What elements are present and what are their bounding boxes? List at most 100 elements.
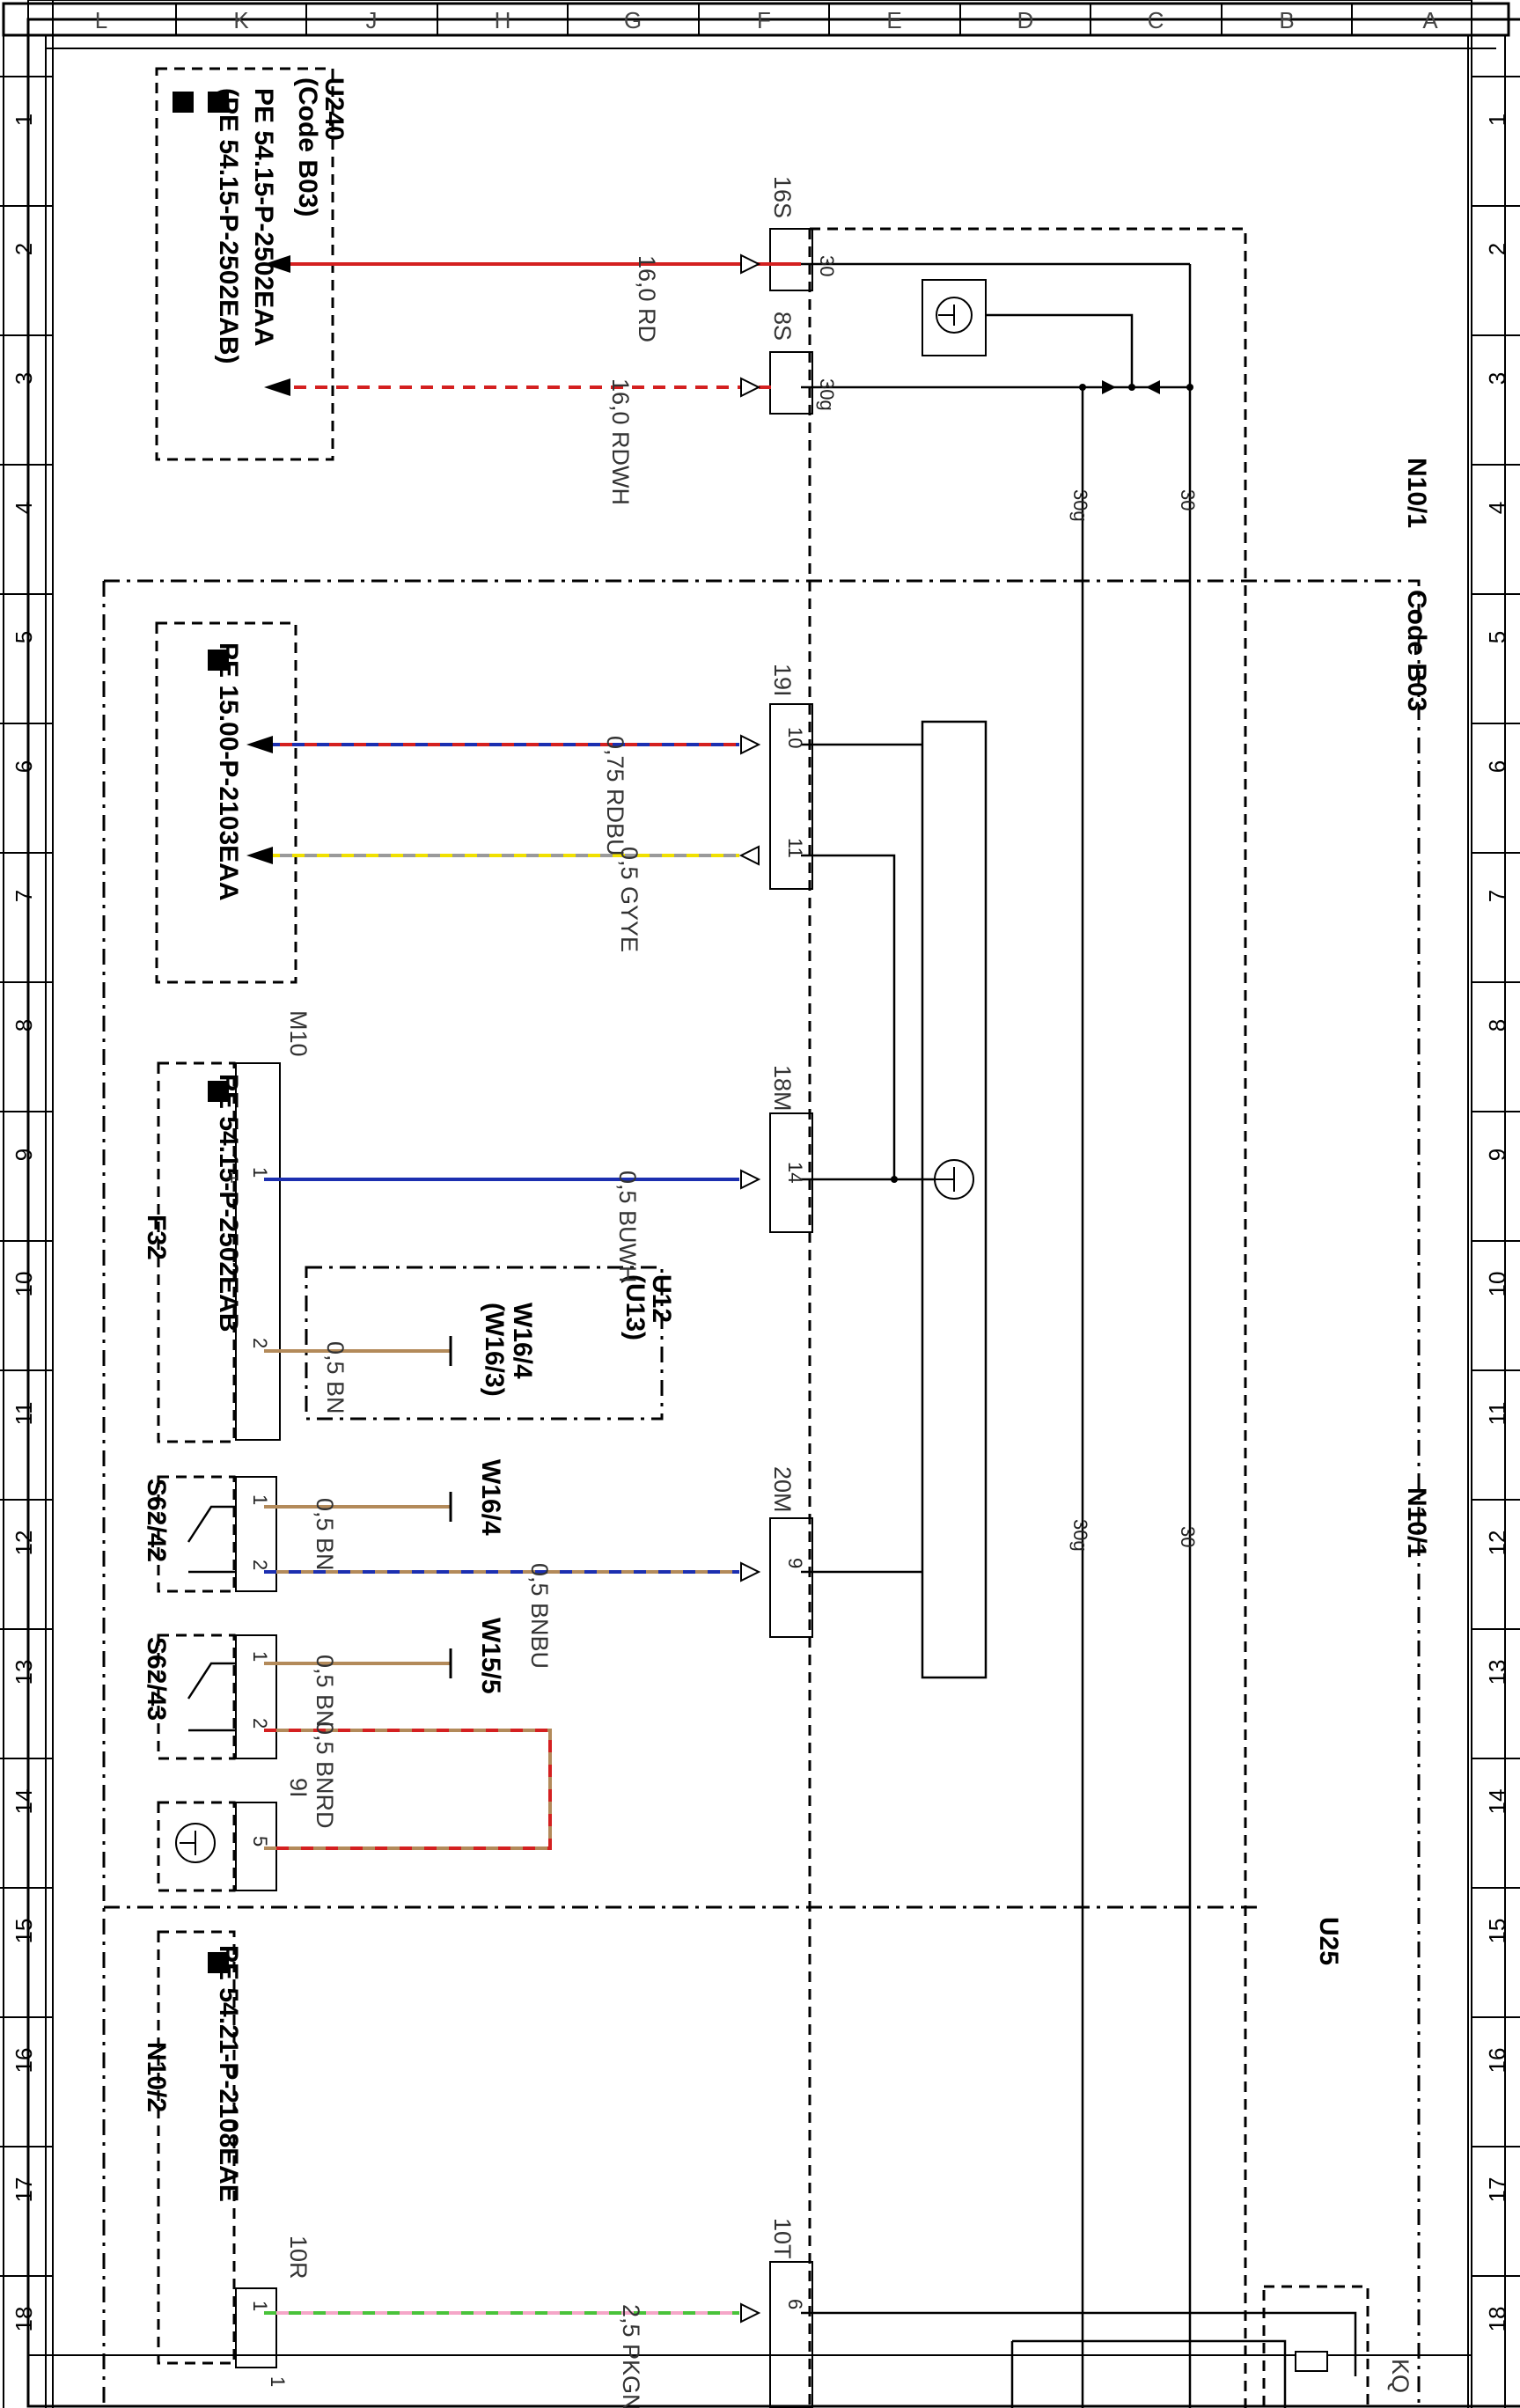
row-label: 10 <box>1484 1272 1510 1297</box>
u240-code: (Code B03) <box>293 77 322 217</box>
connector-housings <box>769 228 813 2408</box>
pointing-hand-icon <box>173 92 229 1973</box>
w164-label: W16/4 <box>508 1303 537 1379</box>
s62-43-box <box>157 1633 236 1760</box>
transistor-icon <box>922 279 987 356</box>
u240-ref2: (PE 54.15-P-2502EAB) <box>214 88 243 363</box>
wire-label: 2,5 PKGN <box>618 2304 644 2408</box>
n10-2-box <box>157 1930 236 2365</box>
s62-42-housing <box>235 1476 277 1592</box>
col-label: B <box>1279 7 1294 33</box>
wire-6-internal <box>801 2311 1357 2376</box>
row-label: 2 <box>11 243 37 255</box>
pe15-box <box>155 621 297 984</box>
row-label: 14 <box>11 1789 37 1815</box>
pin-m1: 1 <box>249 1167 271 1178</box>
pin-5: 5 <box>249 1836 271 1846</box>
m10-label: M10 <box>285 1010 312 1057</box>
pin-11: 11 <box>784 838 806 858</box>
pin-t2: 2 <box>249 1718 271 1729</box>
row-label: 17 <box>11 2177 37 2203</box>
row-label: 18 <box>11 2307 37 2332</box>
column-header: L K J H G F E D C B A <box>2 2 1510 37</box>
row-label: 6 <box>11 760 37 773</box>
connector-19i: 19I <box>769 664 796 697</box>
row-label: 8 <box>11 1019 37 1031</box>
wire-11-internal <box>801 854 896 1179</box>
w164b-label: W16/4 <box>476 1459 505 1536</box>
w163-label: (W16/3) <box>480 1303 509 1397</box>
rail-label: 30 <box>1177 1526 1199 1547</box>
row-label: 11 <box>11 1402 37 1426</box>
code-b03-boundary <box>104 579 1421 2408</box>
row-label: 15 <box>1484 1919 1510 1944</box>
diode-icon <box>1146 380 1160 394</box>
u12-label: U12 <box>647 1274 676 1323</box>
row-label: 3 <box>1484 372 1510 385</box>
kq-box <box>1262 2285 1369 2408</box>
col-label: F <box>757 7 771 33</box>
n10-1-top-label: N10/1 <box>1402 458 1431 528</box>
wire-label: 0,5 BNBU <box>526 1563 553 1669</box>
col-label: L <box>95 7 107 33</box>
connector-arrow-icon <box>740 253 761 275</box>
wire-05-bnrd-stripe <box>264 1729 552 1850</box>
pin-10: 10 <box>784 727 806 748</box>
col-label: D <box>1017 7 1034 33</box>
connector-18m: 18M <box>769 1065 796 1112</box>
row-label: 18 <box>1484 2307 1510 2332</box>
rail-label: 30g <box>1069 489 1091 522</box>
switch-icon <box>187 1505 236 1574</box>
connector-arrow-icon <box>738 845 760 866</box>
arrow-left-icon <box>246 736 273 753</box>
9i-label: 9I <box>285 1778 312 1798</box>
pe54-21-ref: PE 54.21-P-2108EAE <box>214 1945 243 2202</box>
wire-label: 0,5 GYYE <box>616 847 643 952</box>
pin-6: 6 <box>784 2299 806 2309</box>
wire-label: 0,5 BN <box>312 1498 338 1571</box>
n10-2-label: N10/2 <box>142 2042 171 2112</box>
row-gutter <box>3 35 1506 2408</box>
f32-label: F32 <box>142 1215 171 1260</box>
connector-arrow-icon <box>740 1561 761 1582</box>
row-label: 13 <box>11 1660 37 1685</box>
row-label: 4 <box>1484 502 1510 514</box>
wire-label: 0,5 BNRD <box>312 1722 338 1829</box>
col-label: H <box>495 7 511 33</box>
col-label: J <box>366 7 378 33</box>
pe54-f32-ref: PE 54.15-P-2502EAB <box>214 1074 243 1332</box>
row-label: 10 <box>11 1272 37 1297</box>
wire-label: 16,0 RDWH <box>607 378 634 505</box>
row-label: 5 <box>1484 631 1510 643</box>
row-label: 13 <box>1484 1660 1510 1685</box>
transistor-icon-2 <box>934 1159 974 1200</box>
row-label: 16 <box>1484 2048 1510 2074</box>
row-label: 8 <box>1484 1019 1510 1031</box>
w155-label: W15/5 <box>476 1618 505 1694</box>
row-label: 2 <box>1484 243 1510 255</box>
relay-coil-icon <box>1295 2351 1328 2372</box>
pin-30g: 30g <box>816 378 838 411</box>
col-label: K <box>233 7 249 33</box>
row-label: 14 <box>1484 1789 1510 1815</box>
connector-10t: 10T <box>769 2218 796 2259</box>
wire-label: 0,5 BN <box>322 1341 349 1414</box>
pin-t1: 1 <box>249 1651 271 1662</box>
row-label: 16 <box>11 2048 37 2074</box>
row-label: 3 <box>11 372 37 385</box>
u13-label: (U13) <box>620 1274 650 1340</box>
f32-box <box>157 1061 236 1443</box>
row-label: 7 <box>1484 890 1510 902</box>
connector-8s: 8S <box>769 312 796 341</box>
labels: U240 (Code B03) PE 54.15-P-2502EAA (PE 5… <box>142 77 1431 2408</box>
s62-42-label: S62/42 <box>142 1479 171 1562</box>
s62-43-housing <box>235 1634 277 1759</box>
row-label: 11 <box>1484 1402 1510 1426</box>
connector-arrow-icon <box>740 377 761 398</box>
row-label: 1 <box>11 114 37 126</box>
connector-20m: 20M <box>769 1466 796 1513</box>
row-label: 15 <box>11 1919 37 1944</box>
pin-r2: 1 <box>267 2376 289 2387</box>
switch-icon <box>187 1662 236 1732</box>
wire-diode-link <box>986 313 1134 387</box>
